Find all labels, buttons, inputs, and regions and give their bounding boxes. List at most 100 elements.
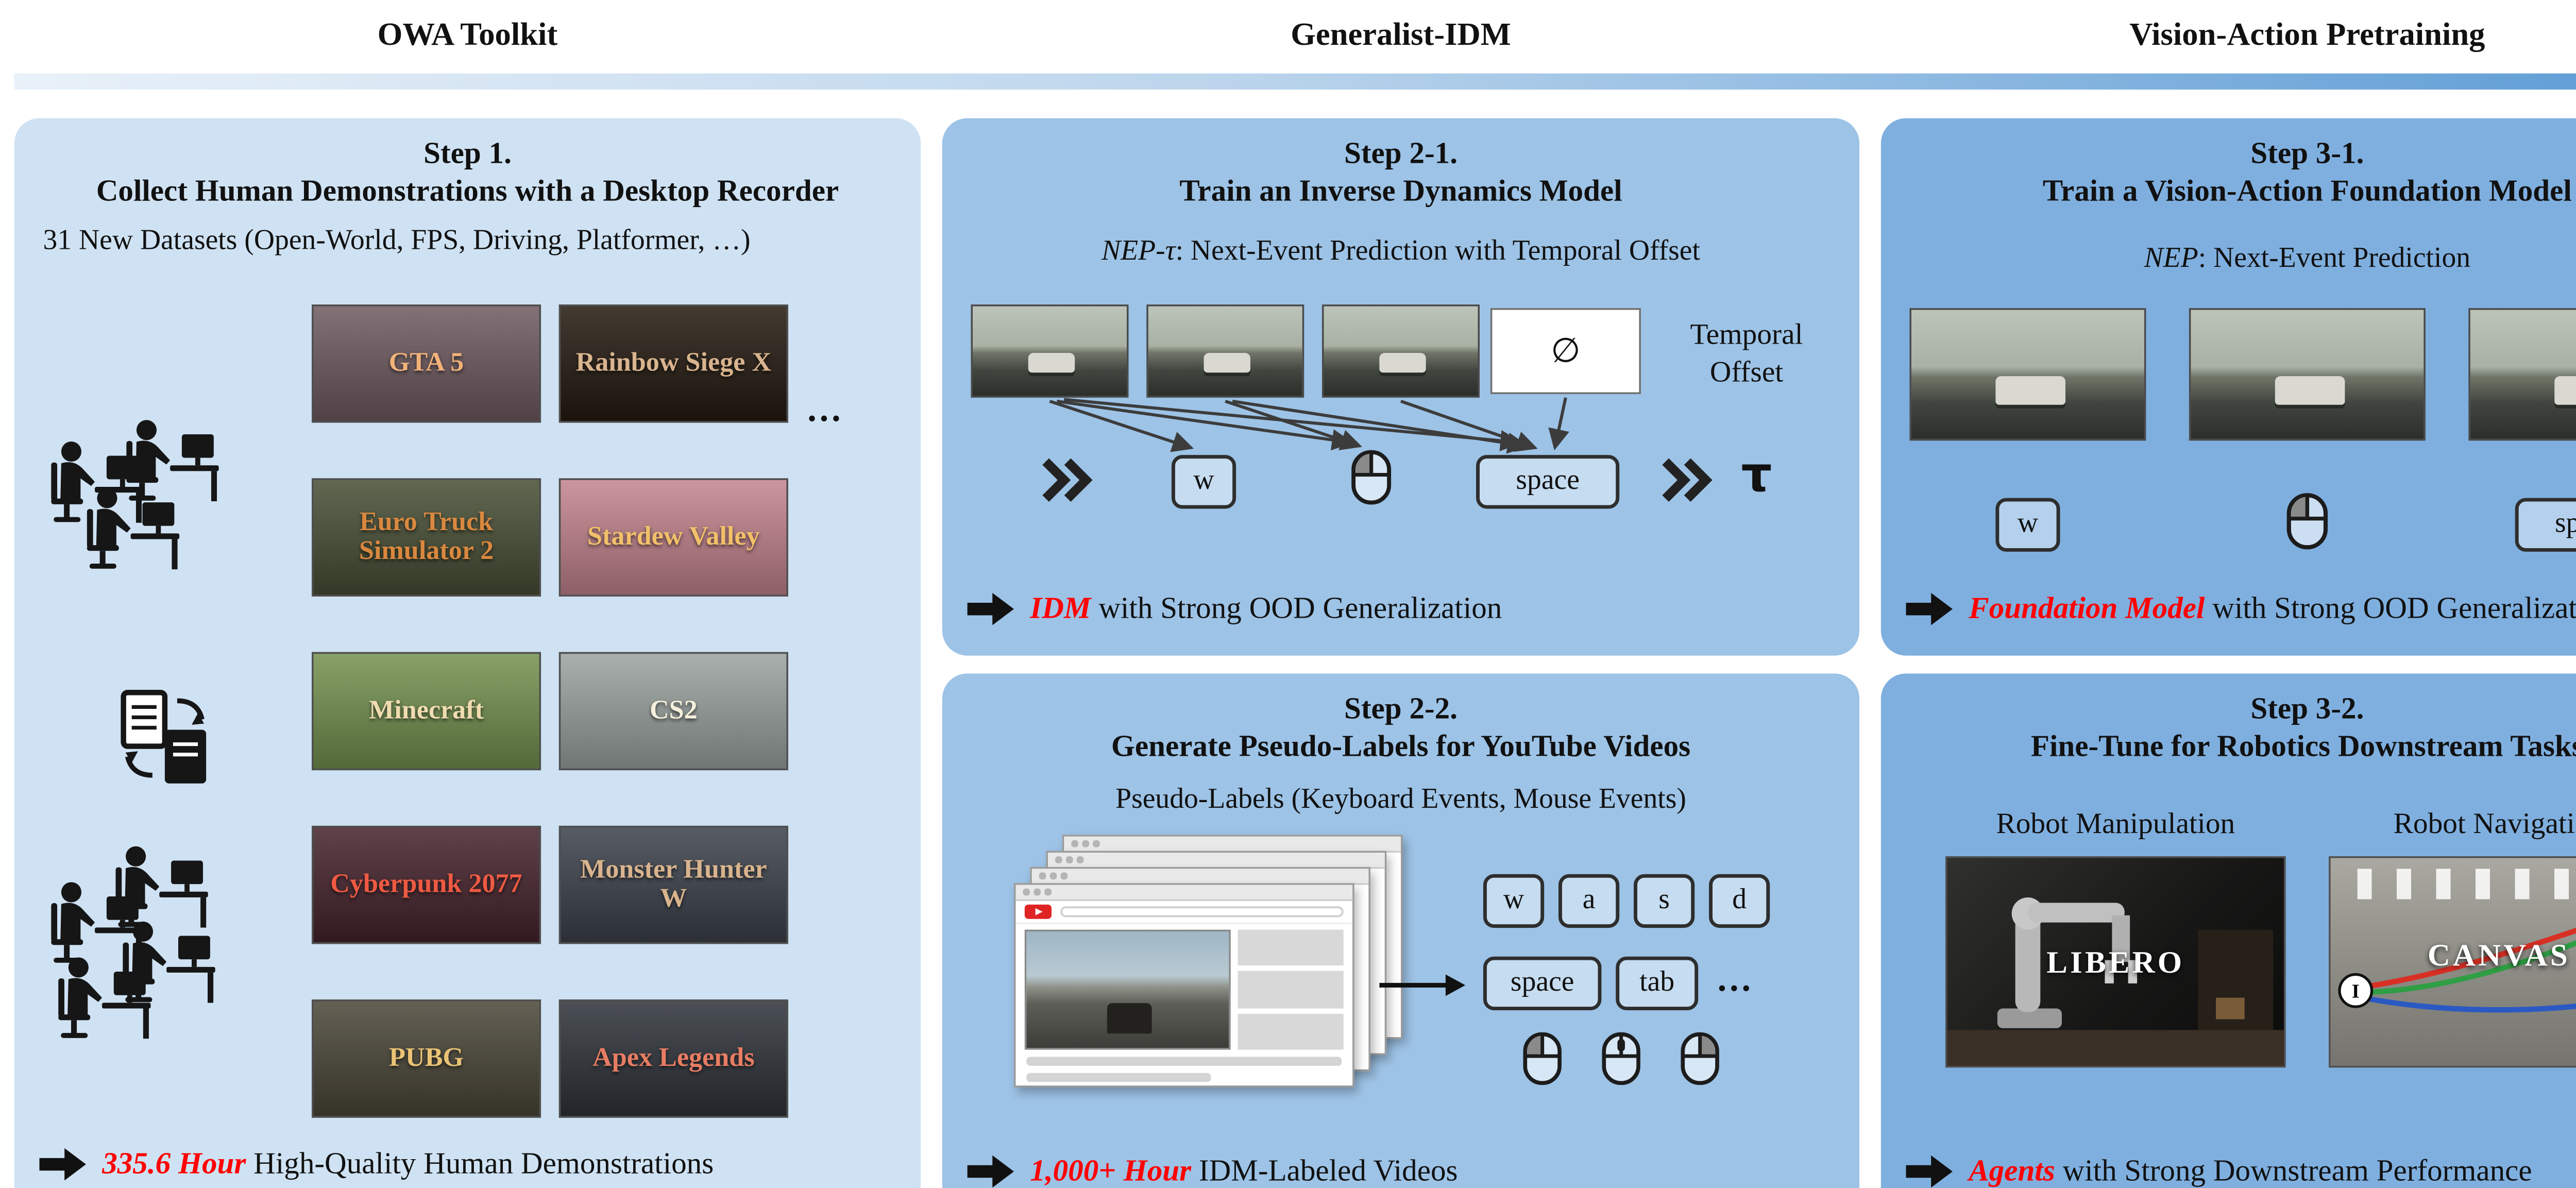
nep-tau-rest: : Next-Event Prediction with Temporal Of… — [1175, 236, 1700, 267]
video-frame-3 — [1322, 304, 1480, 398]
robot-arm-illustration — [1947, 897, 2284, 1066]
takeaway-rest: with Strong OOD Generalization — [2205, 591, 2576, 625]
game-thumbnail-cyberpunk-2077: Cyberpunk 2077 — [311, 825, 541, 944]
tau-symbol: τ — [1741, 448, 1772, 504]
mouse-wheel-click-icon — [1601, 1032, 1640, 1085]
browser-titlebar — [1048, 853, 1385, 869]
game-title: Cyberpunk 2077 — [330, 870, 522, 899]
video-title-skeleton — [1026, 1057, 1342, 1066]
arrow-right-icon — [968, 1156, 1014, 1188]
key-space: space — [2515, 498, 2576, 552]
takeaway-text: 1,000+ Hour IDM-Labeled Videos — [1030, 1153, 1458, 1188]
key-d: d — [1709, 874, 1770, 928]
game-title: Euro Truck Simulator 2 — [359, 507, 494, 566]
crosswalk-stripes — [2357, 868, 2576, 900]
takeaway-highlight: Agents — [1969, 1153, 2055, 1188]
takeaway-step-3-1: Foundation Model with Strong OOD General… — [1906, 591, 2576, 627]
browser-titlebar — [1064, 836, 1401, 853]
nep-tau-caption: NEP-τ: Next-Event Prediction with Tempor… — [942, 236, 1859, 269]
takeaway-step-2-2: 1,000+ Hour IDM-Labeled Videos — [968, 1153, 1458, 1188]
takeaway-highlight: 1,000+ Hour — [1030, 1153, 1192, 1188]
key-w: w — [1171, 455, 1236, 509]
suggested-thumbnail — [1237, 929, 1344, 966]
step-2-1-label: Step 2-1. — [1344, 136, 1458, 171]
youtube-window-front — [1013, 883, 1354, 1088]
step-2-2-label: Step 2-2. — [1344, 691, 1458, 726]
panel-step-3-2-title: Step 3-2. Fine-Tune for Robotics Downstr… — [1881, 690, 2576, 765]
browser-titlebar — [1031, 869, 1369, 885]
game-title: Monster Hunter W — [580, 855, 767, 914]
canvas-watermark: CANVAS — [2427, 937, 2570, 973]
suggested-thumbnail — [1237, 971, 1344, 1008]
panel-step-1: Step 1. Collect Human Demonstrations wit… — [14, 118, 921, 1188]
arrow-right-icon — [39, 1148, 86, 1181]
youtube-header — [1015, 901, 1353, 925]
datasets-note: 31 New Datasets (Open-World, FPS, Drivin… — [43, 226, 751, 257]
robot-navigation-image: A B I CANVAS — [2329, 856, 2576, 1068]
nep-caption: NEP: Next-Event Prediction — [1881, 244, 2576, 276]
game-title: GTA 5 — [388, 349, 464, 378]
video-frame-2 — [1146, 304, 1304, 398]
video-frame-1 — [1909, 308, 2146, 441]
step-1-subtitle: Collect Human Demonstrations with a Desk… — [96, 174, 839, 208]
temporal-offset-label: Temporal Offset — [1690, 317, 1803, 389]
takeaway-step-1: 335.6 Hour High-Quality Human Demonstrat… — [39, 1146, 714, 1182]
start-marker: I — [2352, 981, 2360, 1003]
mouse-left-click-icon — [1351, 450, 1392, 505]
takeaway-text: 335.6 Hour High-Quality Human Demonstrat… — [102, 1146, 714, 1182]
takeaway-highlight: 335.6 Hour — [102, 1146, 246, 1181]
key-w: w — [1995, 498, 2060, 552]
step-3-2-label: Step 3-2. — [2250, 691, 2364, 726]
takeaway-text: Foundation Model with Strong OOD General… — [1969, 591, 2576, 627]
section-title-owa-toolkit: OWA Toolkit — [377, 16, 558, 52]
mouse-right-click-icon — [1680, 1032, 1719, 1085]
pseudo-labels-caption: Pseudo-Labels (Keyboard Events, Mouse Ev… — [1115, 784, 1686, 816]
robot-manipulation-image: LIBERO — [1945, 856, 2286, 1068]
fast-forward-icon — [1039, 457, 1093, 503]
game-thumbnail-rainbow-siege-x: Rainbow Siege X — [558, 304, 788, 423]
game-thumbnail-stardew-valley: Stardew Valley — [558, 478, 788, 597]
key-s: s — [1634, 874, 1695, 928]
navigation-paths-illustration: A B I — [2338, 927, 2576, 1013]
game-title: Minecraft — [368, 696, 484, 725]
car-silhouette — [1107, 1004, 1152, 1034]
libero-watermark: LIBERO — [2046, 944, 2185, 980]
takeaway-highlight: IDM — [1030, 591, 1091, 625]
arrow-right-icon — [968, 593, 1014, 625]
takeaway-highlight: Foundation Model — [1969, 591, 2205, 625]
key-a: a — [1558, 874, 1620, 928]
more-games-ellipsis: … — [806, 390, 844, 430]
panel-step-2-1: Step 2-1. Train an Inverse Dynamics Mode… — [942, 118, 1860, 656]
game-thumbnail-monster-hunter-w: Monster Hunter W — [558, 825, 788, 944]
game-title: Apex Legends — [592, 1044, 755, 1073]
timeline-gradient-bar — [14, 73, 2576, 90]
youtube-page-body — [1015, 924, 1352, 1050]
video-frame-2 — [2189, 308, 2426, 441]
takeaway-text: Agents with Strong Downstream Performanc… — [1969, 1153, 2532, 1188]
nep-term: NEP — [2144, 243, 2198, 274]
section-title-generalist-idm: Generalist-IDM — [1291, 16, 1511, 52]
panel-step-3-1: Step 3-1. Train a Vision-Action Foundati… — [1880, 118, 2576, 656]
key-space: space — [1483, 956, 1602, 1011]
takeaway-rest: IDM-Labeled Videos — [1191, 1153, 1458, 1188]
mouse-left-click-icon — [1522, 1032, 1562, 1085]
nep-tau-term: NEP-τ — [1101, 236, 1176, 267]
takeaway-text: IDM with Strong OOD Generalization — [1030, 591, 1502, 627]
key-w: w — [1483, 874, 1545, 928]
step-2-2-subtitle: Generate Pseudo-Labels for YouTube Video… — [1111, 729, 1691, 763]
panel-step-3-1-title: Step 3-1. Train a Vision-Action Foundati… — [1881, 134, 2576, 210]
robot-manipulation-label: Robot Manipulation — [1996, 806, 2235, 840]
game-title: Rainbow Siege X — [575, 349, 772, 378]
step-3-2-subtitle: Fine-Tune for Robotics Downstream Tasks — [2030, 729, 2576, 763]
step-2-1-subtitle: Train an Inverse Dynamics Model — [1179, 174, 1622, 208]
game-thumbnail-pubg: PUBG — [311, 999, 541, 1118]
takeaway-rest: with Strong OOD Generalization — [1091, 591, 1502, 625]
section-title-vision-action-pretraining: Vision-Action Pretraining — [2129, 16, 2485, 52]
mouse-left-click-icon — [2286, 493, 2329, 550]
people-at-desks-icon — [51, 420, 219, 570]
takeaway-rest: High-Quality Human Demonstrations — [246, 1146, 714, 1181]
panel-step-1-title: Step 1. Collect Human Demonstrations wit… — [14, 134, 921, 210]
arrow-right-icon — [1906, 593, 1953, 625]
panel-step-3-2: Step 3-2. Fine-Tune for Robotics Downstr… — [1880, 673, 2576, 1188]
